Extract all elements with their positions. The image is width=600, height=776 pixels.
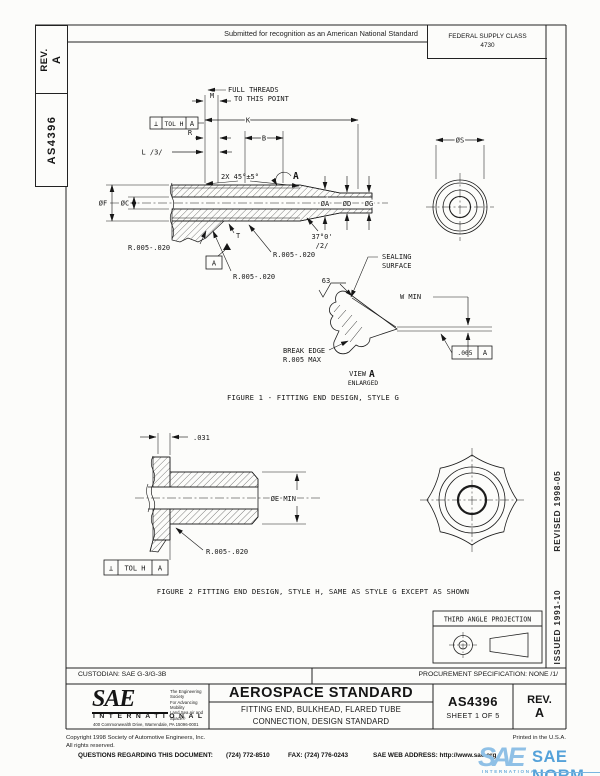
view-a-enlarged: ENLARGED (348, 380, 379, 387)
w-min-label: W MIN (400, 293, 421, 301)
figure2-caption: FIGURE 2 FITTING END DESIGN, STYLE H, SA… (157, 587, 469, 596)
dim-m-label: M (210, 92, 214, 100)
dia-c-label: ØC (121, 200, 129, 208)
fcf1-tolerance: TOL H (165, 121, 184, 128)
fcf-runout-datum: A (483, 349, 488, 357)
title-block-number: AS4396 (448, 693, 498, 709)
web-address: SAE WEB ADDRESS: http://www.sae.org (373, 752, 497, 759)
sae-international: INTERNATIONAL (93, 713, 207, 720)
revised-date: REVISED 1998-05 (551, 470, 562, 552)
sae-tagline: The Engineering Society For Advancing Mo… (170, 689, 209, 721)
radius-note-fig2: R.005-.020 (206, 548, 248, 556)
dim-b-label: B (262, 135, 266, 143)
federal-supply-class-box: FEDERAL SUPPLY CLASS 4730 (427, 25, 547, 59)
procurement-cell: PROCUREMENT SPECIFICATION: NONE /1/ (418, 671, 558, 678)
questions-label: QUESTIONS REGARDING THIS DOCUMENT: (78, 752, 213, 759)
title-block-rev-cell: REV. A (513, 684, 566, 729)
fsc-label: FEDERAL SUPPLY CLASS (448, 32, 527, 40)
sealing-surface-label: SEALING (382, 253, 412, 261)
figure2-end-view (420, 448, 524, 552)
figure2-drawing (103, 433, 320, 576)
figure1-end-view (426, 137, 494, 241)
dia-e-label: ØE MIN (271, 495, 296, 503)
copyright-line2: All rights reserved. (66, 743, 115, 749)
document-title: FITTING END, BULKHEAD, FLARED TUBE CONNE… (209, 702, 433, 729)
dim-l-label: L /3/ (141, 149, 162, 157)
sae-tagline-2: For Advancing Mobility (170, 699, 198, 711)
view-a-detail (318, 256, 493, 360)
fcf-runout-value: .005 (457, 350, 472, 357)
radius-note-1: R.005-.020 (128, 244, 170, 252)
rev-tab-label: REV. (38, 48, 50, 72)
document-title-line2: CONNECTION, DESIGN STANDARD (252, 716, 390, 726)
document-number: AS4396 (45, 115, 58, 165)
title-block-rev-label: REV. (527, 693, 552, 706)
rev-tab: REV. A (35, 25, 68, 95)
dim-031-label: .031 (193, 434, 210, 442)
dim-t-label: T (236, 232, 241, 240)
fcf2-tolerance: TOL H (124, 565, 145, 573)
copyright-line1: Copyright 1998 Society of Automotive Eng… (66, 735, 206, 741)
view-arrow-label: A (293, 171, 299, 182)
title-block-rev-value: A (534, 705, 545, 720)
figure1-labels: FULL THREADS TO THIS POINT M ⊥ TOL H A K… (97, 86, 465, 402)
surface-finish-value: 63 (322, 277, 330, 285)
standard-type: AEROSPACE STANDARD (228, 685, 414, 701)
fcf1-symbol: ⊥ (154, 120, 158, 128)
chamfer-note: 2X 45°±5° (221, 173, 259, 181)
title-block-number-cell: AS4396 SHEET 1 OF 5 (433, 684, 513, 729)
figure1-drawing (106, 87, 388, 272)
full-threads-note2: TO THIS POINT (234, 95, 290, 103)
custodian-cell: CUSTODIAN: SAE G-3/G-3B (78, 671, 167, 678)
issued-date: ISSUED 1991-10 (551, 589, 562, 665)
dia-a-label: ØA (321, 200, 330, 208)
radius-note-2: R.005-.020 (273, 251, 315, 259)
dia-g-label: ØG (365, 200, 373, 208)
dia-s-label: ØS (456, 137, 464, 145)
submitted-note: Submitted for recognition as an American… (224, 29, 418, 38)
dia-f-label: ØF (99, 200, 107, 208)
questions-phone: (724) 772-8510 (226, 752, 270, 759)
printed-note: Printed in the U.S.A. (512, 735, 566, 741)
sae-address: 400 Commonwealth Drive, Warrendale, PA 1… (93, 722, 199, 727)
fcf1-datum: A (190, 120, 195, 128)
revised-date-strip: REVISED 1998-05 (546, 430, 566, 592)
break-edge-label: BREAK EDGE (283, 347, 325, 355)
document-title-line1: FITTING END, BULKHEAD, FLARED TUBE (240, 704, 402, 714)
sheet-indicator: SHEET 1 OF 5 (446, 710, 500, 720)
angle-label: 37°0' (311, 233, 332, 241)
document-number-tab: AS4396 (35, 93, 68, 187)
sheet-frame (35, 24, 567, 730)
sealing-surface-label2: SURFACE (382, 262, 412, 270)
figure2-labels: .031 ØE MIN R.005-.020 ⊥ TOL H A FIGURE … (109, 434, 469, 596)
dia-d-label: ØD (343, 200, 351, 208)
fsc-value: 4730 (480, 41, 495, 49)
radius-note-3: R.005-.020 (233, 273, 275, 281)
view-a-caption-word: VIEW (349, 370, 367, 378)
dim-k-label: K (246, 117, 251, 125)
issued-date-strip: ISSUED 1991-10 (546, 586, 566, 668)
view-a-caption-letter: A (369, 369, 375, 380)
angle-flag: /2/ (316, 242, 329, 250)
figure1-caption: FIGURE 1 - FITTING END DESIGN, STYLE G (227, 393, 399, 402)
sae-logo: SAE (92, 687, 169, 714)
third-angle-projection-box (432, 610, 543, 664)
fcf2-symbol: ⊥ (109, 565, 113, 573)
sae-tagline-1: The Engineering Society (170, 689, 202, 700)
questions-fax: FAX: (724) 776-0243 (288, 752, 349, 759)
dim-r-label: R (188, 129, 193, 137)
break-edge-label2: R.005 MAX (283, 356, 322, 364)
sae-logo-cell: SAE The Engineering Society For Advancin… (66, 684, 209, 729)
sae-tagline-3: Land Sea Air and Space® (170, 710, 203, 721)
rev-tab-value: A (50, 56, 63, 64)
view-a-labels: SEALING SURFACE 63 W MIN BREAK EDGE R.00… (283, 253, 488, 387)
fcf2-datum: A (158, 565, 163, 573)
third-angle-title: THIRD ANGLE PROJECTION (444, 616, 531, 624)
datum-a-box-label: A (212, 260, 217, 268)
full-threads-note: FULL THREADS (228, 86, 279, 94)
